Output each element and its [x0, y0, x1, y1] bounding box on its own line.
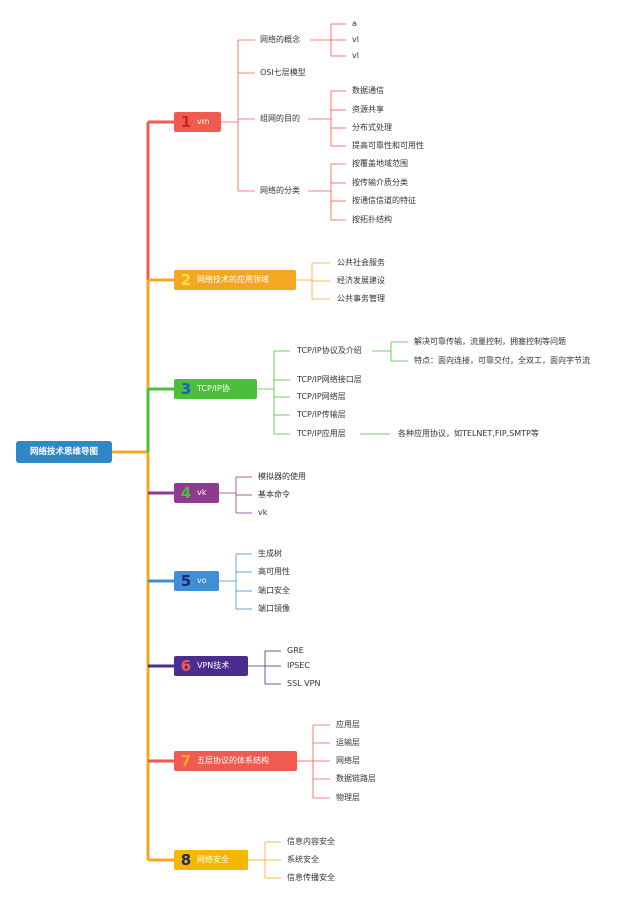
- topic-7-node[interactable]: 7 五层协议的体系结构: [174, 751, 297, 771]
- subtopic-tcpip-network-layer[interactable]: TCP/IP网络层: [297, 392, 346, 401]
- topic-4-node[interactable]: 4 vk: [174, 483, 219, 503]
- topic-7-number: 7: [180, 752, 192, 770]
- subtopic-network-concept[interactable]: 网络的概念: [260, 35, 300, 44]
- leaf-information-content-security[interactable]: 信息内容安全: [287, 837, 335, 846]
- leaf-spanning-tree[interactable]: 生成树: [258, 549, 282, 558]
- subtopic-tcpip-transport-layer[interactable]: TCP/IP传输层: [297, 410, 346, 419]
- topic-6-number: 6: [180, 657, 192, 675]
- topic-8-node[interactable]: 8 网络安全: [174, 850, 248, 870]
- subtopic-osi-model[interactable]: OSI七层模型: [260, 68, 306, 77]
- root-node[interactable]: 网络技术思维导图: [16, 441, 112, 463]
- topic-3-label: TCP/IP协: [197, 384, 230, 393]
- subtopic-tcpip-link-layer[interactable]: TCP/IP网络接口层: [297, 375, 362, 384]
- leaf-public-affairs[interactable]: 公共事务管理: [337, 294, 385, 303]
- leaf-data-communication[interactable]: 数据通信: [352, 86, 384, 95]
- leaf-a[interactable]: a: [352, 19, 357, 28]
- leaf-vk[interactable]: vk: [258, 508, 268, 517]
- topic-7-label: 五层协议的体系结构: [197, 756, 269, 765]
- leaf-by-medium[interactable]: 按传输介质分类: [352, 178, 408, 187]
- topic-5-node[interactable]: 5 vo: [174, 571, 219, 591]
- subtopic-tcpip-application-layer[interactable]: TCP/IP应用层: [297, 429, 346, 438]
- leaf-vl-2[interactable]: vl: [352, 51, 359, 60]
- topic-5-label: vo: [197, 576, 207, 585]
- topic-5-number: 5: [180, 572, 192, 590]
- leaf-port-security[interactable]: 端口安全: [258, 586, 290, 595]
- topic-6-label: VPN技术: [197, 661, 230, 670]
- leaf-vl-1[interactable]: vl: [352, 35, 359, 44]
- leaf-resource-sharing[interactable]: 资源共享: [352, 105, 384, 114]
- leaf-application-protocols[interactable]: 各种应用协议，如TELNET,FIP,SMTP等: [398, 429, 539, 438]
- leaf-network-layer[interactable]: 网络层: [336, 756, 360, 765]
- leaf-application-layer[interactable]: 应用层: [336, 720, 360, 729]
- topic-2-node[interactable]: 2 网络技术的应用领域: [174, 270, 296, 290]
- leaf-by-topology[interactable]: 按拓扑结构: [352, 215, 392, 224]
- subtopic-tcpip-intro[interactable]: TCP/IP协议及介绍: [297, 346, 362, 355]
- topic-2-label: 网络技术的应用领域: [197, 275, 269, 284]
- leaf-public-service[interactable]: 公共社会服务: [337, 258, 385, 267]
- leaf-distributed-processing[interactable]: 分布式处理: [352, 123, 392, 132]
- leaf-by-coverage[interactable]: 按覆盖地域范围: [352, 159, 408, 168]
- leaf-reliability[interactable]: 提高可靠性和可用性: [352, 141, 424, 150]
- leaf-by-channel[interactable]: 按通信信道的特征: [352, 196, 416, 205]
- leaf-ipsec[interactable]: IPSEC: [287, 661, 310, 670]
- leaf-simulator-usage[interactable]: 模拟器的使用: [258, 472, 306, 481]
- leaf-data-link-layer[interactable]: 数据链路层: [336, 774, 376, 783]
- leaf-physical-layer[interactable]: 物理层: [336, 793, 360, 802]
- topic-4-number: 4: [180, 484, 192, 502]
- topic-2-number: 2: [180, 271, 192, 289]
- topic-8-label: 网络安全: [197, 855, 229, 864]
- leaf-basic-commands[interactable]: 基本命令: [258, 490, 290, 499]
- leaf-tcp-features[interactable]: 特点：面向连接，可靠交付，全双工，面向字节流: [414, 356, 590, 365]
- topic-3-number: 3: [180, 380, 192, 398]
- subtopic-network-classification[interactable]: 网络的分类: [260, 186, 300, 195]
- topic-6-node[interactable]: 6 VPN技术: [174, 656, 248, 676]
- topic-8-number: 8: [180, 851, 192, 869]
- topic-3-node[interactable]: 3 TCP/IP协: [174, 379, 257, 399]
- leaf-port-mirroring[interactable]: 端口镜像: [258, 604, 290, 613]
- leaf-system-security[interactable]: 系统安全: [287, 855, 319, 864]
- topic-4-label: vk: [197, 488, 207, 497]
- topic-1-number: 1: [180, 113, 192, 131]
- leaf-transport-layer[interactable]: 运输层: [336, 738, 360, 747]
- topic-1-label: vm: [197, 117, 210, 126]
- leaf-gre[interactable]: GRE: [287, 646, 304, 655]
- topic-1-node[interactable]: 1 vm: [174, 112, 221, 132]
- leaf-reliable-transfer[interactable]: 解决可靠传输，流量控制，拥塞控制等问题: [414, 337, 566, 346]
- leaf-information-propagation-security[interactable]: 信息传播安全: [287, 873, 335, 882]
- leaf-economic-development[interactable]: 经济发展建设: [337, 276, 385, 285]
- leaf-ssl-vpn[interactable]: SSL VPN: [287, 679, 321, 688]
- subtopic-network-purpose[interactable]: 组网的目的: [260, 114, 300, 123]
- leaf-high-availability[interactable]: 高可用性: [258, 567, 290, 576]
